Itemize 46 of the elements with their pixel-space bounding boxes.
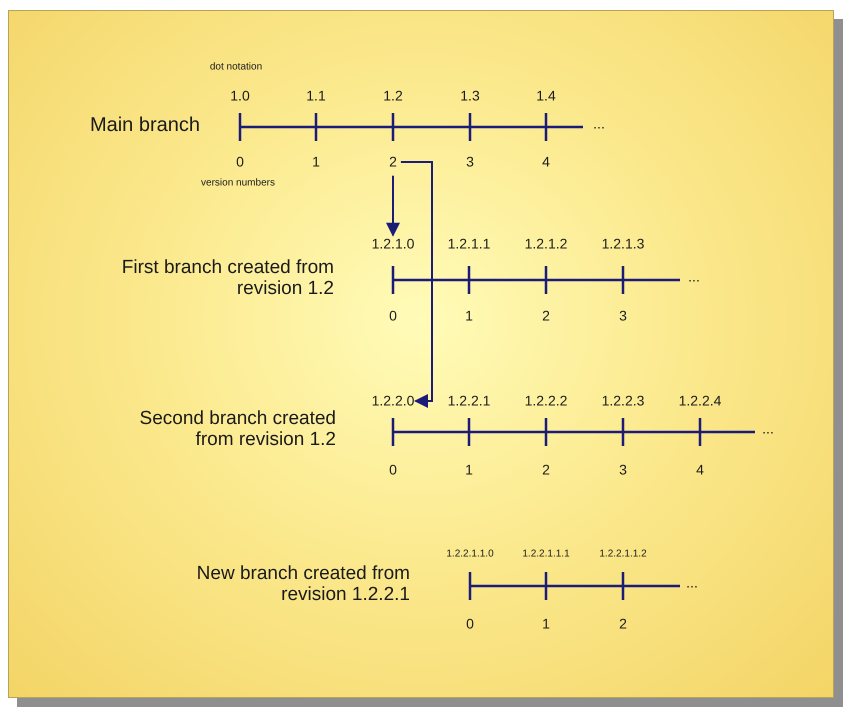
version-number: 4 xyxy=(696,462,704,478)
dot-version: 1.2.1.0 xyxy=(372,236,414,252)
dot-version: 1.2.2.4 xyxy=(678,393,722,409)
branch-name: First branch created from revision 1.2 xyxy=(120,258,334,300)
version-number: 1 xyxy=(312,154,320,170)
version-number: 2 xyxy=(619,616,627,632)
axis-caption: version numbers xyxy=(201,178,275,188)
version-number: 0 xyxy=(236,154,244,170)
dot-version: 1.2.2.0 xyxy=(372,393,414,409)
dot-version: 1.2.1.2 xyxy=(524,236,568,252)
ellipsis-text: ... xyxy=(762,421,774,437)
version-number: 0 xyxy=(389,308,397,324)
ellipsis-text: ... xyxy=(688,269,700,285)
dot-version: 1.1 xyxy=(306,88,326,104)
dot-version: 1.2.2.1 xyxy=(448,393,490,409)
dot-version: 1.2.2.1.1.0 xyxy=(446,548,494,560)
version-number: 3 xyxy=(619,308,627,324)
dot-version: 1.2.2.2 xyxy=(524,393,568,409)
dot-version: 1.2.1.3 xyxy=(602,236,644,252)
branch-name: Second branch created from revision 1.2 xyxy=(138,409,336,451)
version-number: 1 xyxy=(465,308,473,324)
version-number: 0 xyxy=(466,616,474,632)
axis-caption: dot notation xyxy=(210,62,262,72)
branch-name: Main branch xyxy=(88,114,200,136)
version-number: 3 xyxy=(619,462,627,478)
version-number: 4 xyxy=(542,154,550,170)
arrow xyxy=(386,176,400,237)
dot-version: 1.2.1.1 xyxy=(448,236,490,252)
dot-version: 1.2.2.3 xyxy=(602,393,644,409)
branch-name: New branch created from revision 1.2.2.1 xyxy=(196,564,410,606)
dot-version: 1.2.2.1.1.1 xyxy=(522,548,570,560)
dot-version: 1.2 xyxy=(383,88,403,104)
version-number: 3 xyxy=(466,154,474,170)
version-number: 1 xyxy=(542,616,550,632)
ellipsis-text: ... xyxy=(686,575,698,591)
arrow xyxy=(400,161,433,408)
dot-version: 1.3 xyxy=(460,88,480,104)
dot-version: 1.2.2.1.1.2 xyxy=(599,548,647,560)
version-number: 2 xyxy=(542,462,550,478)
version-number: 2 xyxy=(389,154,397,170)
ellipsis-text: ... xyxy=(593,116,605,132)
version-number: 2 xyxy=(542,308,550,324)
version-number: 0 xyxy=(389,462,397,478)
dot-version: 1.0 xyxy=(230,88,250,104)
dot-version: 1.4 xyxy=(536,88,556,104)
version-number: 1 xyxy=(465,462,473,478)
